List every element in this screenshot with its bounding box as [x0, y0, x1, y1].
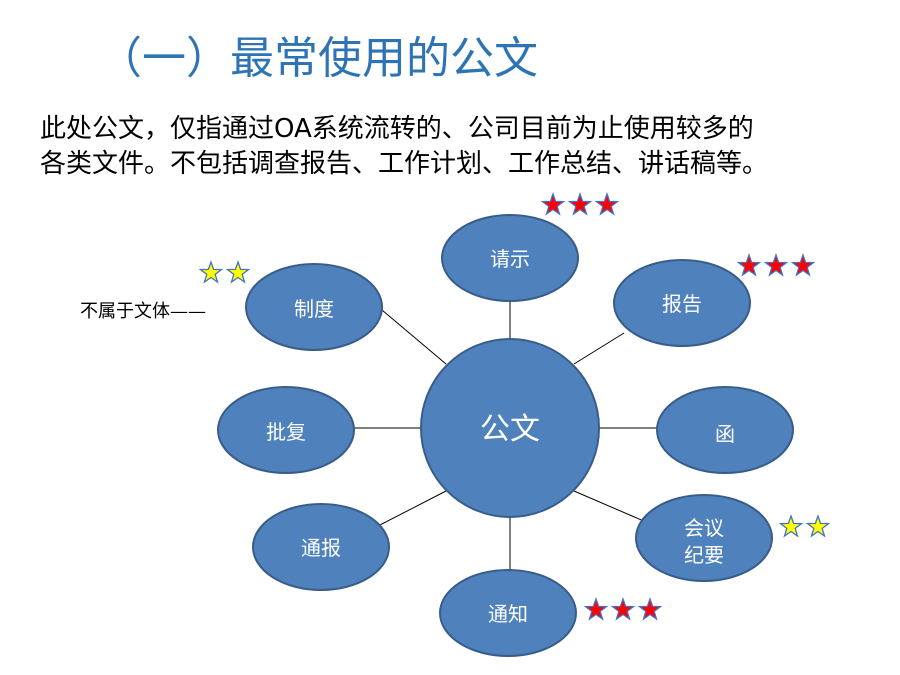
center-node[interactable] [420, 338, 600, 518]
yellow-star-icon [779, 515, 803, 537]
node-baogao[interactable]: 报告 [613, 259, 751, 347]
red-star-icon [611, 598, 635, 620]
node-label-zhidu: 制度 [294, 297, 334, 321]
connector-lines [353, 296, 658, 577]
node-pifu[interactable]: 批复 [217, 386, 355, 474]
connector-baogao [573, 332, 625, 365]
node-qingshi[interactable]: 请示 [441, 214, 579, 302]
yellow-star-icon [199, 261, 223, 283]
node-label-qingshi: 请示 [490, 247, 530, 271]
rating-zhidu [199, 261, 250, 283]
node-label-huiyi-1: 会议 [684, 516, 724, 540]
node-tongzhi[interactable]: 通知 [439, 569, 577, 657]
yellow-star-icon [806, 515, 830, 537]
intro-line-1: 此处公文，仅指通过OA系统流转的、公司目前为止使用较多的 [40, 114, 754, 144]
node-label-tongbao: 通报 [301, 536, 341, 560]
yellow-star-icon [226, 261, 250, 283]
rating-huiyi [779, 515, 830, 537]
rating-qingshi [541, 193, 619, 215]
slide-title: （一）最常使用的公文 [98, 33, 538, 84]
node-label-pifu: 批复 [266, 420, 306, 444]
intro-paragraph: 此处公文，仅指通过OA系统流转的、公司目前为止使用较多的 各类文件。不包括调查报… [40, 112, 890, 182]
connector-tongbao [379, 490, 447, 526]
node-label-han: 函 [715, 422, 735, 446]
red-star-icon [595, 193, 619, 215]
red-star-icon [737, 254, 761, 276]
connector-zhidu [381, 309, 447, 365]
red-star-icon [791, 254, 815, 276]
red-star-icon [541, 193, 565, 215]
not-a-genre-note: 不属于文体—— [80, 301, 206, 322]
connector-huiyi [573, 490, 647, 523]
red-star-icon [584, 598, 608, 620]
intro-line-2: 各类文件。不包括调查报告、工作计划、工作总结、讲话稿等。 [40, 149, 769, 179]
node-huiyi[interactable]: 会议 纪要 [635, 494, 773, 582]
node-zhidu[interactable]: 制度 [245, 263, 383, 351]
node-han[interactable]: 函 [656, 386, 794, 474]
red-star-icon [568, 193, 592, 215]
node-label-baogao: 报告 [662, 292, 702, 316]
rating-tongzhi [584, 598, 662, 620]
node-label-huiyi-2: 纪要 [684, 543, 724, 567]
node-label-tongzhi: 通知 [488, 602, 528, 626]
node-tongbao[interactable]: 通报 [252, 503, 390, 591]
red-star-icon [764, 254, 788, 276]
red-star-icon [638, 598, 662, 620]
center-label: 公文 [480, 412, 540, 447]
rating-baogao [737, 254, 815, 276]
